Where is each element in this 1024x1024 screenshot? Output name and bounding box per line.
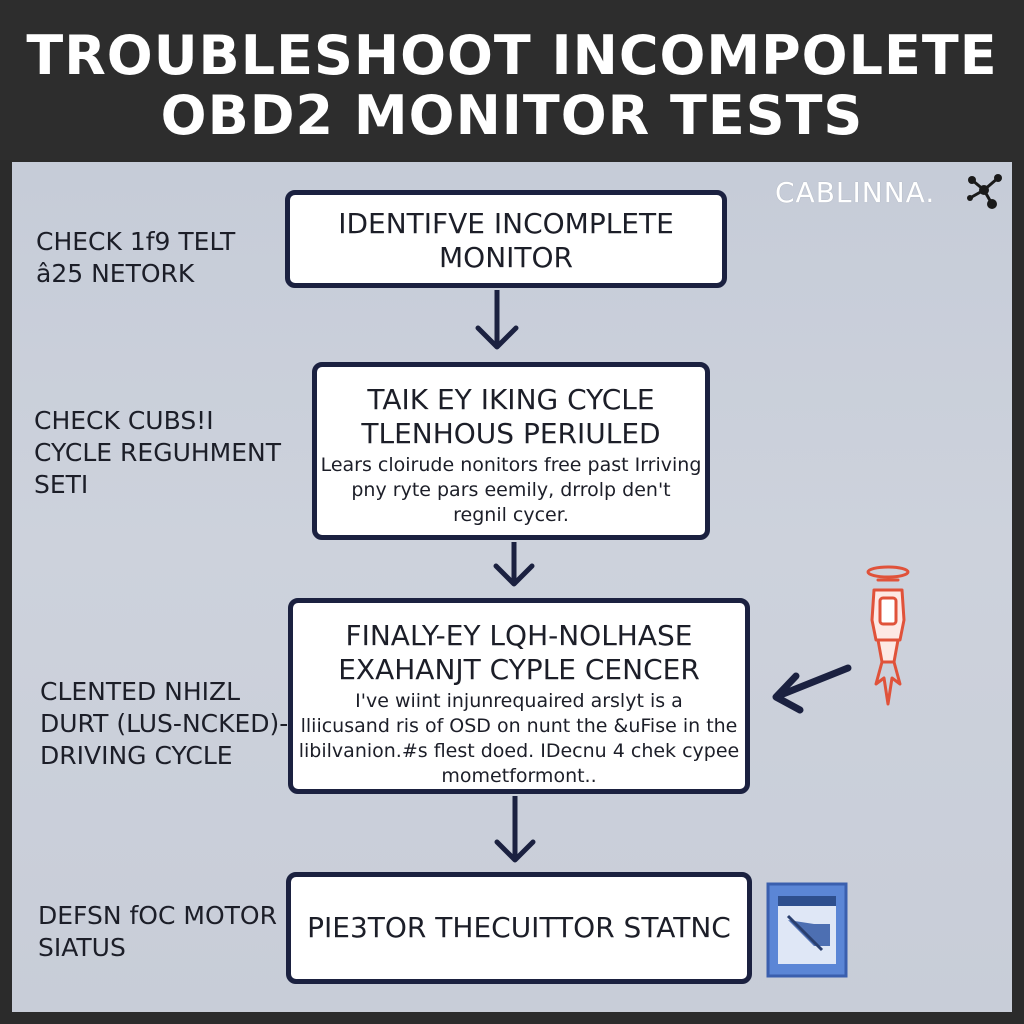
- molecule-icon: [967, 174, 1002, 209]
- title-line-2: OBD2 MONITOR TESTS: [160, 84, 864, 147]
- step-box-4: PIE3TOR THECUITTOR STATNC: [286, 872, 752, 984]
- step-box-1: IDENTIFVE INCOMPLETE MONITOR: [285, 190, 727, 288]
- side-label-4: DEFSN fOC MOTOR SIATUS: [38, 901, 277, 962]
- side-label-3: CLENTED NHIZL DURT (LUS-NCKED)- DRIVING …: [40, 677, 289, 770]
- step-4-title: PIE3TOR THECUITTOR STATNC: [307, 911, 731, 944]
- step-3-description: I've wiint injunrequaired arslyt is a ll…: [298, 690, 740, 787]
- step-box-3: FINALY-EY LQH-NOLHASE EXAHANJT CYPLE CEN…: [288, 598, 750, 794]
- step-3-title: FINALY-EY LQH-NOLHASE EXAHANJT CYPLE CEN…: [338, 619, 700, 686]
- step-2-description: Lears cloirude nonitors free past Irrivi…: [320, 454, 702, 526]
- step-1-title: IDENTIFVE INCOMPLETE MONITOR: [338, 207, 674, 274]
- side-label-1: CHECK 1f9 TELT â25 NETORK: [36, 227, 236, 288]
- flowchart-panel: [12, 162, 1012, 1012]
- title-line-1: TROUBLESHOOT INCOMPOLETE: [26, 24, 998, 87]
- brand-logo-text: CABLINNA.: [775, 176, 936, 209]
- step-box-2: TAIK EY IKING CYCLE TLENHOUS PERIULED Le…: [312, 362, 710, 540]
- step-2-title: TAIK EY IKING CYCLE TLENHOUS PERIULED: [361, 383, 661, 450]
- title-bar: TROUBLESHOOT INCOMPOLETE OBD2 MONITOR TE…: [0, 0, 1024, 160]
- side-label-2: CHECK CUBS!I CYCLE REGUHMENT SETI: [34, 406, 282, 499]
